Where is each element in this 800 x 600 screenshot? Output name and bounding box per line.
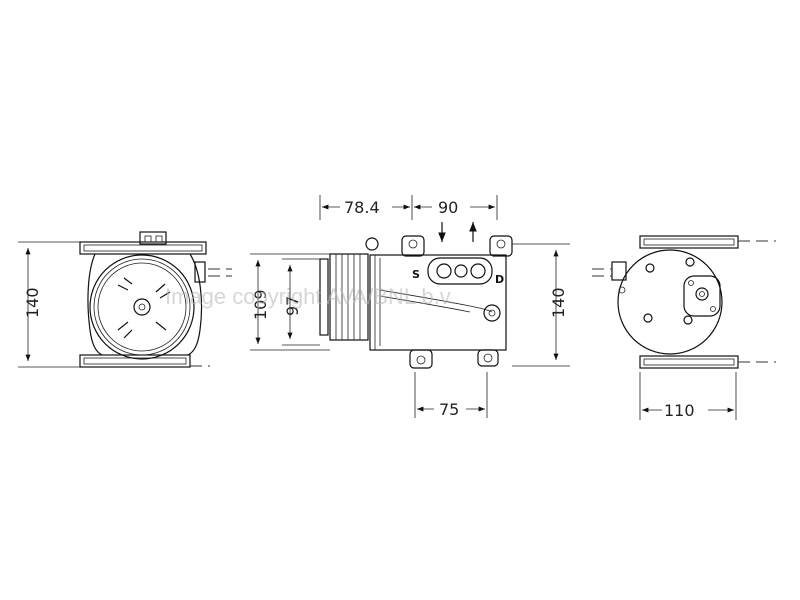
- port-suction-label: S: [412, 268, 420, 281]
- rear-view: 110: [592, 235, 776, 420]
- side-pulley: [329, 253, 369, 341]
- dim-front-height: 140: [23, 287, 42, 318]
- port-discharge-label: D: [495, 273, 504, 286]
- rear-housing: [617, 249, 723, 355]
- front-view: 140: [18, 231, 232, 368]
- port-manifold: [427, 257, 493, 285]
- dim-side-height-right: 140: [549, 287, 568, 318]
- dim-side-width-right: 90: [438, 198, 458, 217]
- dim-side-height-outer: 109: [251, 289, 270, 320]
- front-bottom-ear: [79, 354, 191, 368]
- front-top-ear: [79, 241, 207, 255]
- front-connector: [139, 231, 167, 245]
- front-pulley: [89, 254, 195, 360]
- dim-rear-width: 110: [664, 401, 695, 420]
- copyright-watermark: Image copyright AVA/BNL b.v.: [165, 284, 455, 309]
- dim-side-height-inner: 97: [283, 296, 302, 316]
- dim-side-width-left: 78.4: [344, 198, 380, 217]
- side-view: S D 78.4 90 109 97 140 75: [250, 195, 570, 419]
- dim-side-bottom-width: 75: [439, 400, 459, 419]
- side-body: [369, 254, 507, 351]
